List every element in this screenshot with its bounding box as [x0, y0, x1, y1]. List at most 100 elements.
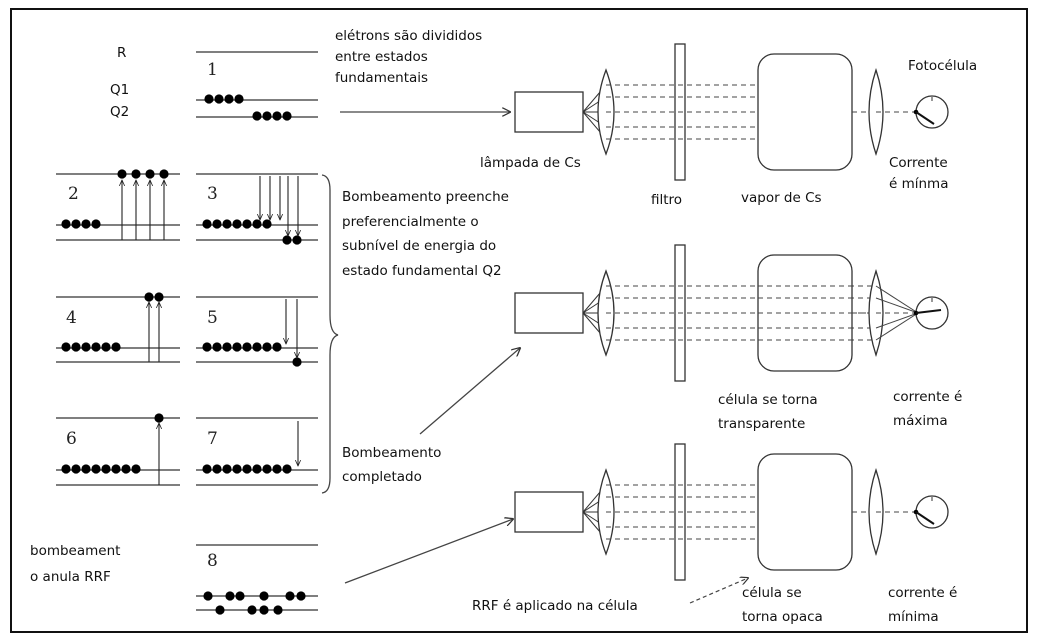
photocell-label: Fotocélula: [908, 58, 977, 74]
annotation-pumping-fills: Bombeamento preenche preferencialmente o…: [342, 189, 509, 279]
electron-dot: [111, 464, 121, 474]
svg-text:corrente é: corrente é: [888, 585, 957, 601]
light-ray: [875, 312, 919, 341]
stage-number-6: 6: [66, 429, 77, 449]
electron-dot: [204, 94, 214, 104]
cs-vapor-cell: [757, 453, 853, 571]
electron-dot: [131, 464, 141, 474]
electron-dot: [285, 591, 295, 601]
electron-dot: [131, 169, 141, 179]
electron-dot: [235, 591, 245, 601]
light-ray: [875, 312, 919, 329]
level-q1-label: Q1: [110, 82, 129, 98]
electron-dot: [212, 219, 222, 229]
stage-number-3: 3: [207, 184, 218, 204]
rrf-applied-label: RRF é aplicado na célula: [472, 598, 638, 614]
filter-label: filtro: [651, 192, 682, 208]
cs-vapor-cell: [757, 53, 853, 171]
vapor-label: vapor de Cs: [741, 190, 822, 206]
electron-dot: [252, 342, 262, 352]
svg-text:entre estados: entre estados: [335, 49, 428, 65]
cs-lamp: [514, 491, 584, 533]
light-ray: [875, 297, 919, 314]
electron-dot: [222, 219, 232, 229]
electron-dot: [215, 605, 225, 615]
electron-dot: [101, 464, 111, 474]
energy-level-diagrams: [56, 51, 318, 615]
electron-dot: [262, 219, 272, 229]
svg-text:Bombeamento: Bombeamento: [342, 445, 441, 461]
electron-dot: [202, 219, 212, 229]
electron-dot: [232, 219, 242, 229]
level-q2-label: Q2: [110, 104, 129, 120]
electron-dot: [154, 413, 164, 423]
svg-text:bombeament: bombeament: [30, 543, 120, 559]
cs-lamp: [514, 91, 584, 133]
arrow-to-row3-lamp: [344, 519, 513, 584]
svg-text:Corrente: Corrente: [889, 155, 948, 171]
lamp-label: lâmpada de Cs: [480, 155, 581, 171]
electron-dot: [252, 219, 262, 229]
light-ray: [875, 285, 919, 314]
electron-dot: [252, 464, 262, 474]
electron-dot: [262, 111, 272, 121]
electron-dot: [212, 342, 222, 352]
electron-dot: [222, 464, 232, 474]
electron-dot: [71, 464, 81, 474]
electron-dot: [101, 342, 111, 352]
annotation-pumping-cancels: bombeament o anula RRF: [30, 543, 120, 585]
stage-number-2: 2: [68, 184, 79, 204]
electron-dot: [272, 111, 282, 121]
svg-text:subnível de energia do: subnível de energia do: [342, 238, 496, 254]
svg-text:célula se: célula se: [742, 585, 802, 601]
electron-dot: [242, 342, 252, 352]
svg-text:mínima: mínima: [888, 609, 939, 625]
electron-dot: [242, 219, 252, 229]
svg-text:elétrons são divididos: elétrons são divididos: [335, 28, 482, 44]
electron-dot: [111, 342, 121, 352]
electron-dot: [242, 464, 252, 474]
electron-dot: [272, 464, 282, 474]
electron-dot: [282, 111, 292, 121]
electron-dot: [292, 357, 302, 367]
electron-dot: [212, 464, 222, 474]
electron-dot: [61, 342, 71, 352]
electron-dot: [91, 464, 101, 474]
svg-text:é mínma: é mínma: [889, 176, 948, 192]
meter-needle: [915, 309, 942, 314]
electron-dot: [273, 605, 283, 615]
electron-dot: [282, 235, 292, 245]
apparatus-row: [514, 443, 949, 581]
stage-number-7: 7: [207, 429, 218, 449]
electron-dot: [117, 169, 127, 179]
cs-lamp: [514, 292, 584, 334]
svg-text:completado: completado: [342, 469, 422, 485]
current-minimum-label-2: corrente é mínima: [888, 585, 957, 625]
electron-dot: [259, 591, 269, 601]
cell-opaque-label: célula se torna opaca: [742, 585, 823, 625]
electron-dot: [159, 169, 169, 179]
electron-dot: [222, 342, 232, 352]
electron-dot: [61, 464, 71, 474]
level-r-label: R: [117, 45, 126, 61]
svg-text:torna opaca: torna opaca: [742, 609, 823, 625]
arrow-to-row2-lamp: [419, 348, 520, 435]
svg-text:transparente: transparente: [718, 416, 805, 432]
electron-dot: [214, 94, 224, 104]
rrf-pointer-arrow: [689, 578, 748, 604]
electron-dot: [91, 342, 101, 352]
stage-number-5: 5: [207, 308, 218, 328]
electron-dot: [272, 342, 282, 352]
electron-dot: [71, 219, 81, 229]
electron-dot: [224, 94, 234, 104]
annotation-pumping-completed: Bombeamento completado: [342, 445, 441, 485]
meter-needle: [915, 511, 935, 525]
apparatus-row: [514, 43, 949, 181]
electron-dot: [91, 219, 101, 229]
electron-dot: [145, 169, 155, 179]
svg-text:célula se torna: célula se torna: [718, 392, 818, 408]
electron-dot: [247, 605, 257, 615]
electron-dot: [252, 111, 262, 121]
svg-text:Bombeamento preenche: Bombeamento preenche: [342, 189, 509, 205]
